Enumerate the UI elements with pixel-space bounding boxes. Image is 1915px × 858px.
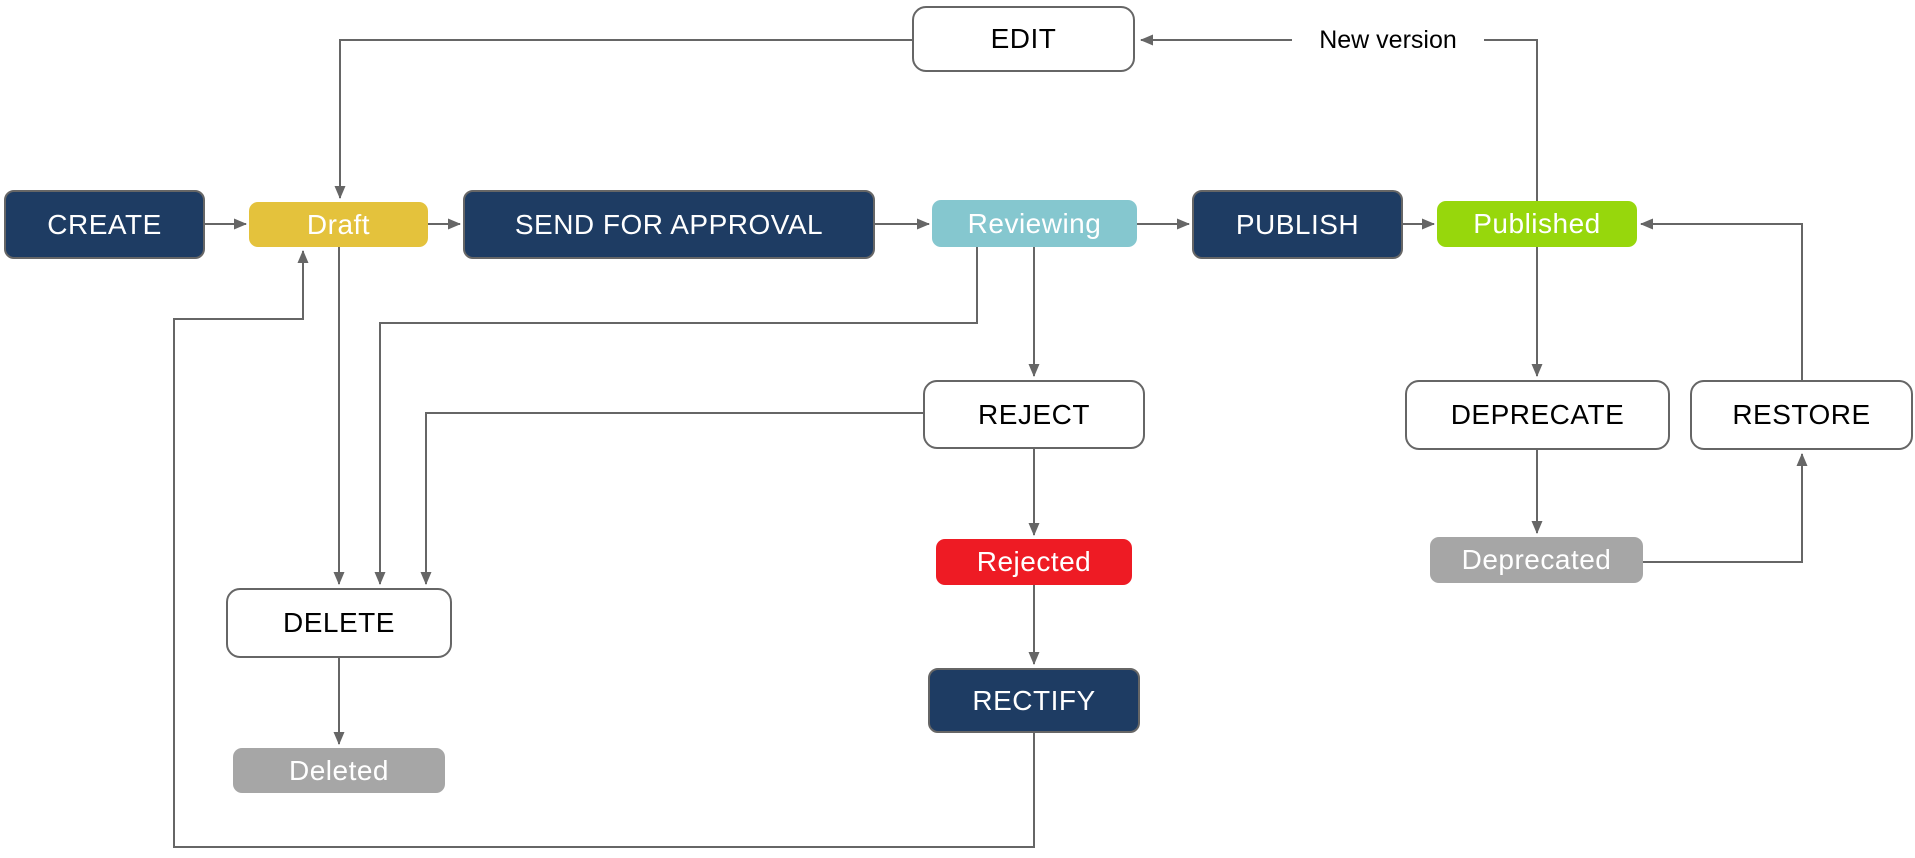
- node-deprecate-action: DEPRECATE: [1405, 380, 1670, 450]
- edge-label-new-version: New version: [1292, 22, 1484, 58]
- edge-rectify-to-draft: [173, 250, 1035, 848]
- node-publish-action: PUBLISH: [1192, 190, 1403, 259]
- edge-edit-to-draft: [334, 39, 912, 199]
- node-rejected-state: Rejected: [936, 539, 1132, 585]
- node-restore-action: RESTORE: [1690, 380, 1913, 450]
- node-edit-action: EDIT: [912, 6, 1135, 72]
- node-published-state: Published: [1437, 201, 1637, 247]
- node-reviewing-state: Reviewing: [932, 200, 1137, 247]
- node-draft-state: Draft: [249, 202, 428, 247]
- node-create-action: CREATE: [4, 190, 205, 259]
- node-rectify-action: RECTIFY: [928, 668, 1140, 733]
- node-reject-action: REJECT: [923, 380, 1145, 449]
- node-deprecated-state: Deprecated: [1430, 537, 1643, 583]
- node-deleted-state: Deleted: [233, 748, 445, 793]
- edge-reviewing-to-delete: [374, 247, 978, 585]
- edge-restore-to-published: [1640, 218, 1803, 380]
- edge-reject-to-delete: [420, 412, 923, 585]
- edge-published-to-edit: [1140, 34, 1538, 201]
- node-delete-action: DELETE: [226, 588, 452, 658]
- node-send-for-approval-action: SEND FOR APPROVAL: [463, 190, 875, 259]
- edge-deprecated-to-restore: [1643, 453, 1808, 563]
